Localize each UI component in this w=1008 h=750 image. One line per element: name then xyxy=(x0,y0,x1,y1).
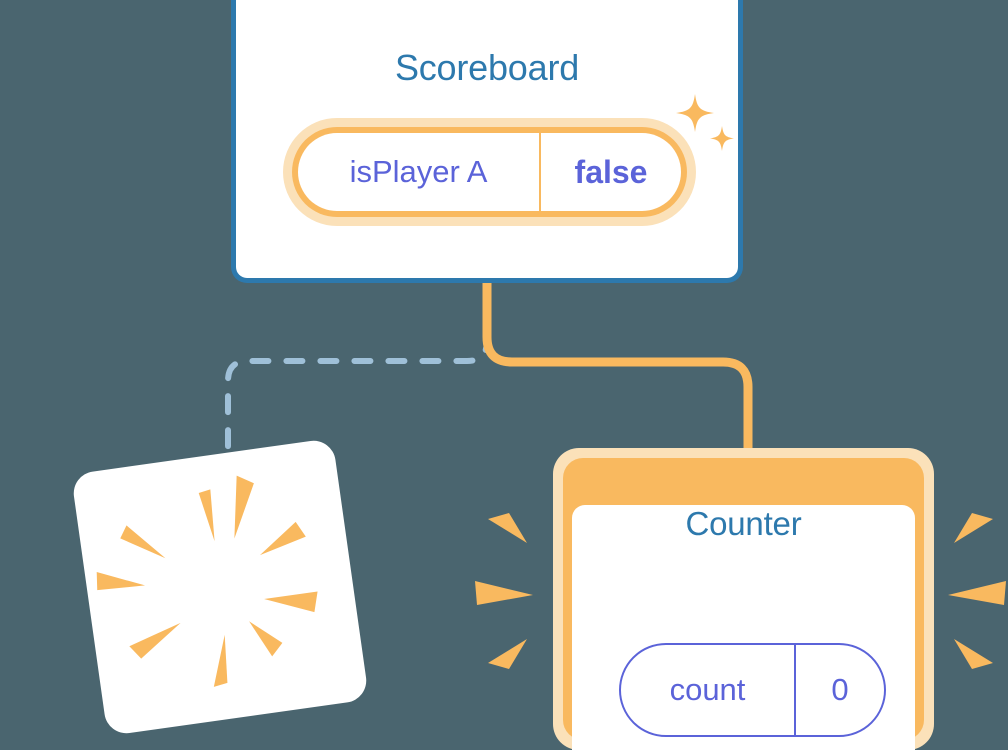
burst-card-rays xyxy=(96,475,318,687)
scoreboard-state-value: false xyxy=(574,153,648,190)
ray-icon xyxy=(948,581,1006,605)
scoreboard-card[interactable]: Scoreboard isPlayer A false xyxy=(231,0,743,283)
ray-icon xyxy=(954,639,993,669)
ray-icon xyxy=(488,639,527,669)
ray-icon xyxy=(96,572,146,591)
ray-icon xyxy=(198,489,215,542)
ray-icon xyxy=(488,513,527,543)
ray-icon xyxy=(249,621,283,657)
burst-rays-left xyxy=(475,513,533,669)
ray-icon xyxy=(954,513,993,543)
ray-icon xyxy=(259,521,306,556)
ray-icon xyxy=(120,525,166,559)
burst-card[interactable] xyxy=(70,437,370,737)
ray-icon xyxy=(213,634,228,687)
connector-dashed-scoreboard-to-burst xyxy=(225,297,490,473)
counter-card[interactable]: Counter count 0 xyxy=(553,448,934,750)
counter-title: Counter xyxy=(685,505,802,542)
scoreboard-state-pill[interactable]: isPlayer A false xyxy=(283,118,696,226)
scoreboard-state-key: isPlayer A xyxy=(298,133,541,211)
counter-card-body: Counter count 0 xyxy=(572,505,915,750)
counter-state-pill[interactable]: count 0 xyxy=(619,643,886,737)
burst-rays-right xyxy=(948,513,1006,669)
ray-icon xyxy=(264,591,318,613)
connector-solid-scoreboard-to-counter xyxy=(482,283,753,470)
counter-state-key: count xyxy=(621,645,796,735)
scoreboard-state-pill-body: isPlayer A false xyxy=(298,133,681,211)
ray-icon xyxy=(129,622,181,659)
scoreboard-title: Scoreboard xyxy=(394,47,580,88)
counter-state-value: 0 xyxy=(831,672,849,707)
scoreboard-state-pill-ring: isPlayer A false xyxy=(292,127,687,217)
ray-icon xyxy=(234,475,254,539)
ray-icon xyxy=(475,581,533,605)
counter-card-ring: Counter count 0 xyxy=(563,458,924,750)
